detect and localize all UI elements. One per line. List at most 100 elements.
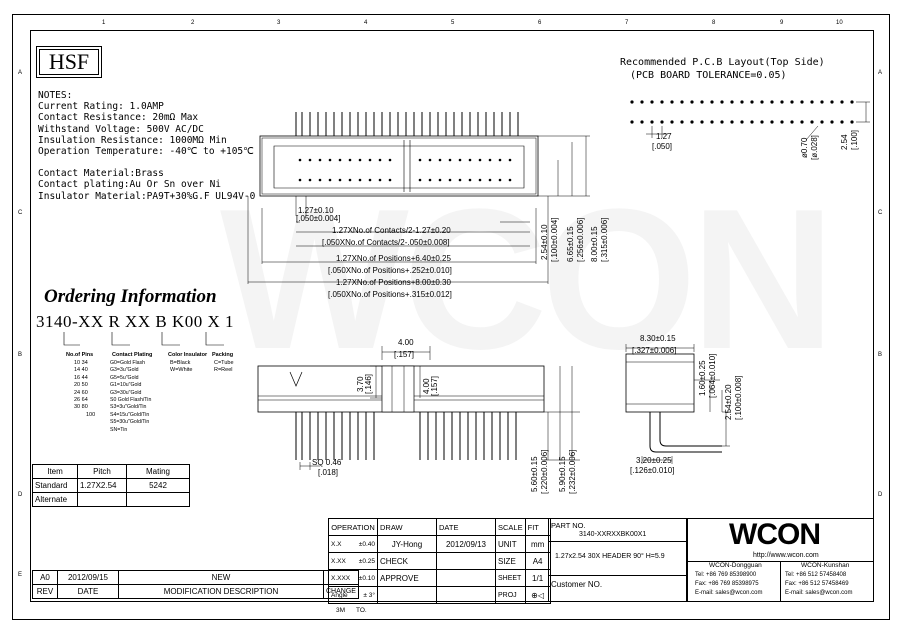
check-date bbox=[436, 552, 496, 570]
note-line: Contact Resistance: 20mΩ Max bbox=[38, 112, 199, 124]
divider bbox=[549, 575, 687, 576]
dim-b1-in: [.220±0.006] bbox=[540, 449, 549, 494]
fit-header: FIT bbox=[524, 518, 551, 536]
dim-2: 1.27XNo.of Contacts/2-1.27±0.20 bbox=[332, 226, 451, 235]
rev-date: 2012/09/15 bbox=[57, 570, 119, 585]
ordering-header-plating: Contact Plating bbox=[112, 352, 153, 358]
kunshan-email: E-mail: sales@wcon.com bbox=[785, 590, 853, 596]
zone-col-4: 4 bbox=[364, 20, 368, 26]
zone-row-b: B bbox=[18, 352, 23, 358]
ordering-color-list: B=Black W=White bbox=[170, 360, 192, 375]
zone-row-c-right: C bbox=[878, 210, 883, 216]
unit-value: mm bbox=[524, 535, 551, 553]
dongguan-name: WCON-Dongguan bbox=[709, 562, 762, 569]
ordering-plating-list: G0=Gold Flash G3=3u"Gold G5=5u"Gold G1=1… bbox=[110, 360, 151, 434]
dim-b2: 5.90±0.15 bbox=[558, 456, 567, 492]
dim-sq: SQ 0.46 bbox=[312, 458, 342, 467]
note-line: Contact plating:Au Or Sn over Ni bbox=[38, 179, 222, 191]
approve-date bbox=[436, 569, 496, 587]
zone-col-5: 5 bbox=[451, 20, 455, 26]
item-header: Item bbox=[32, 464, 78, 479]
pins-option: 20 50 bbox=[74, 382, 88, 389]
ordering-packing-list: C=Tube R=Reel bbox=[214, 360, 234, 375]
sheet-value: 1/1 bbox=[524, 569, 551, 587]
unit-to: TO. bbox=[356, 607, 367, 614]
pins-option: 24 60 bbox=[74, 389, 88, 396]
ordering-code: 3140-XX R XX B K00 X 1 bbox=[36, 312, 234, 331]
proj-header: PROJ bbox=[495, 586, 526, 604]
zone-col-3: 3 bbox=[277, 20, 281, 26]
wcon-watermark: WCON bbox=[220, 180, 835, 380]
dim-1-in: [.050±0.004] bbox=[296, 214, 341, 223]
company-url: http://www.wcon.com bbox=[753, 552, 819, 559]
note-line: Withstand Voltage: 500V AC/DC bbox=[38, 123, 204, 135]
part-number-block: PART NO. 3140-XXRXXBK00X1 1.27x2.54 30X … bbox=[548, 518, 688, 602]
drawer-name: JY-Hong bbox=[377, 535, 437, 553]
dim-v3-in: [.315±0.006] bbox=[600, 217, 609, 262]
pitch-standard: 1.27X2.54 bbox=[77, 478, 127, 493]
pins-option: 100 bbox=[86, 411, 96, 418]
operation-header: OPERATION bbox=[328, 518, 378, 536]
pins-option: 16 44 bbox=[74, 374, 88, 381]
date-header: DATE bbox=[57, 584, 119, 599]
size-value: A4 bbox=[524, 552, 551, 570]
dim-r1: 8.30±0.15 bbox=[640, 334, 676, 343]
note-line: Insulation Resistance: 1000MΩ Min bbox=[38, 134, 227, 146]
plating-option: G0=Gold Flash bbox=[110, 360, 146, 366]
pitch-alternate bbox=[77, 492, 127, 507]
dim-s1: 4.00 bbox=[398, 338, 414, 347]
packing-option: R=Reel bbox=[214, 367, 233, 374]
dim-4-in: [.050XNo.of Positions+.315±0.012] bbox=[328, 290, 452, 299]
blank-cell bbox=[377, 586, 437, 604]
rev-value: A0 bbox=[32, 570, 58, 585]
plating-option: S5=30u"Gold/Tin bbox=[110, 419, 150, 426]
wcon-logo: WCON bbox=[729, 518, 821, 551]
ordering-pins-list: 10 34 14 40 16 44 20 50 24 60 26 64 30 8… bbox=[74, 360, 95, 419]
plating-option: G5=5u"Gold bbox=[110, 374, 139, 381]
dim-sq-in: [.018] bbox=[318, 468, 339, 477]
item-standard: Standard bbox=[32, 478, 78, 493]
note-line: Contact Material:Brass bbox=[38, 168, 164, 180]
tol-value: ± 3° bbox=[363, 591, 375, 599]
pcb-pitch: 1.27 bbox=[656, 132, 672, 141]
tol-value: ±0.40 bbox=[358, 540, 375, 548]
zone-col-6: 6 bbox=[538, 20, 542, 26]
part-no-value: 3140-XXRXXBK00X1 bbox=[579, 531, 647, 538]
pcb-layout-title: Recommended P.C.B Layout(Top Side) bbox=[620, 57, 825, 68]
pins-option: 30 80 bbox=[74, 404, 88, 411]
kunshan-fax: Fax: +86 512 57458469 bbox=[785, 581, 849, 587]
tolerance-xxx: X.XX ±0.25 bbox=[328, 552, 378, 570]
rev-header: REV bbox=[32, 584, 58, 599]
pcb-row: 2.54 bbox=[840, 134, 849, 150]
dim-3-in: [.050XNo.of Positions+.252±0.010] bbox=[328, 266, 452, 275]
pcb-hole: ø0.70 bbox=[800, 137, 809, 158]
zone-row-d-right: D bbox=[878, 492, 883, 498]
divider bbox=[780, 561, 781, 601]
zone-col-8: 8 bbox=[712, 20, 716, 26]
dim-r2-in: [.064±0.010] bbox=[708, 353, 717, 398]
notes-title: NOTES: bbox=[38, 90, 73, 101]
divider bbox=[549, 541, 687, 542]
date-title-header: DATE bbox=[436, 518, 496, 536]
tol-value: ±0.25 bbox=[358, 557, 375, 565]
modification-header: MODIFICATION DESCRIPTION bbox=[118, 584, 324, 599]
zone-row-b-right: B bbox=[878, 352, 883, 358]
dim-r3: 2.54±0.20 bbox=[724, 384, 733, 420]
dim-v2: 6.65±0.15 bbox=[566, 226, 575, 262]
revision-table: A0 2012/09/15 NEW REV DATE MODIFICATION … bbox=[32, 570, 359, 599]
dim-r1-in: [.327±0.006] bbox=[632, 346, 677, 355]
tol-value: ±0.10 bbox=[358, 574, 375, 582]
plating-option: S4=15u"Gold/Tin bbox=[110, 411, 150, 418]
part-no-header: PART NO. bbox=[551, 521, 586, 530]
pins-option: 26 64 bbox=[74, 397, 88, 404]
company-block: WCON http://www.wcon.com WCON-Dongguan T… bbox=[686, 518, 874, 602]
pins-option: 14 40 bbox=[74, 367, 88, 374]
plating-option: G1=10u"Gold bbox=[110, 382, 142, 389]
unit-3m: 3M bbox=[336, 607, 346, 614]
pins-option: 10 34 bbox=[74, 360, 88, 366]
approve-header: APPROVE bbox=[377, 569, 437, 587]
zone-row-a-right: A bbox=[878, 70, 883, 76]
note-line: Insulator Material:PA9T+30%G.F UL94V-0 bbox=[38, 190, 256, 202]
dim-r3-in: [.100±0.008] bbox=[734, 375, 743, 420]
